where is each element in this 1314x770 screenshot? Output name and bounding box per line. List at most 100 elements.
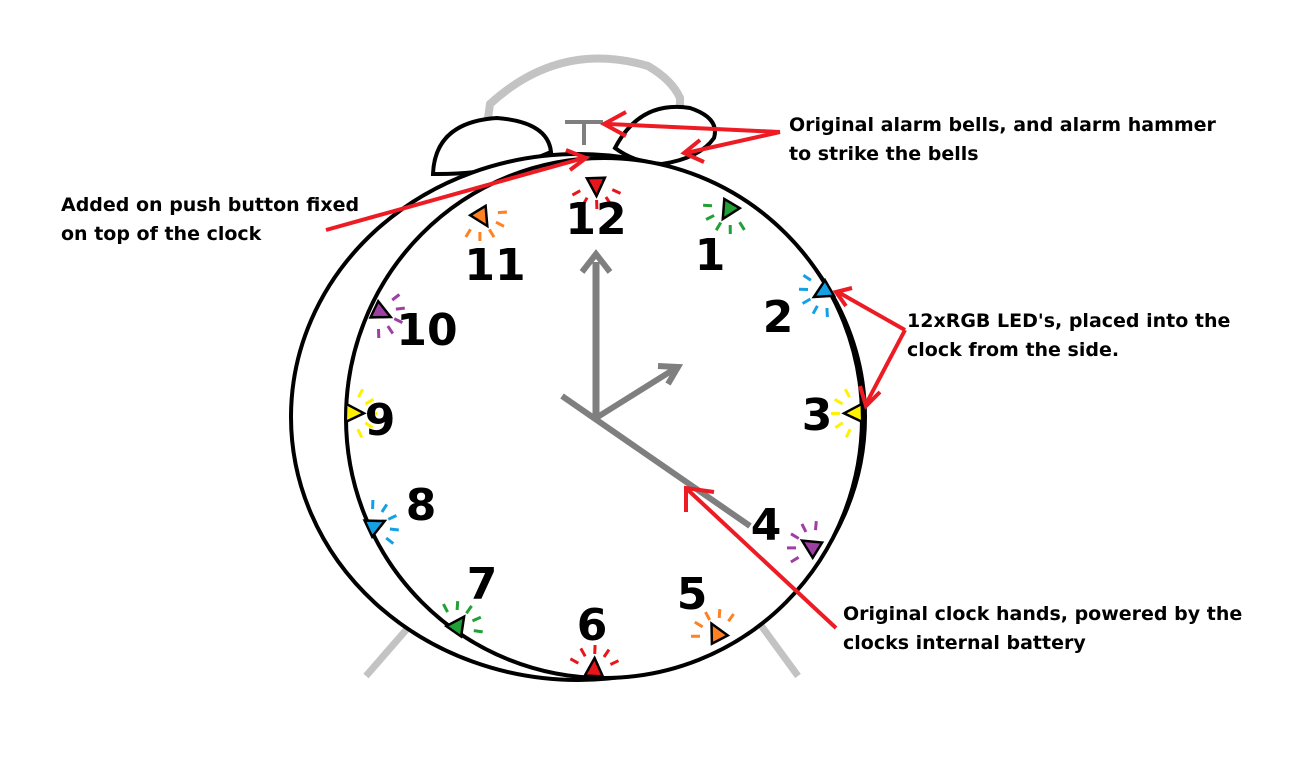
led-11	[464, 203, 507, 241]
led-layer	[344, 176, 864, 678]
led-body	[721, 196, 743, 222]
led-glow-ray	[386, 325, 395, 335]
hour-hand-arrowhead	[657, 363, 684, 386]
led-body	[362, 519, 388, 540]
hour-hand	[594, 365, 678, 421]
led-glow-ray	[473, 629, 483, 634]
annotation-arrows	[325, 110, 907, 630]
led-body	[799, 539, 825, 561]
led-glow-ray	[356, 428, 364, 438]
annotation-rgb-leds: 12xRGB LED's, placed into the clock from…	[907, 310, 1231, 361]
led-glow-ray	[571, 189, 581, 197]
led-glow-ray	[802, 274, 812, 282]
led-glow-ray	[714, 221, 723, 231]
left-leg	[363, 619, 416, 679]
led-glow-ray	[609, 659, 620, 666]
leds-arrowhead-2	[832, 286, 853, 308]
led-glow-ray	[495, 220, 505, 228]
led-6	[569, 644, 620, 678]
bells-arrowhead-bell	[680, 138, 705, 164]
led-glow-ray	[727, 613, 735, 623]
button-arrowhead	[565, 148, 591, 172]
annotation-push-button: Added on push button fixed on top of the…	[61, 194, 360, 245]
led-body	[584, 176, 607, 199]
led-glow-ray	[811, 305, 819, 315]
led-glow-ray	[357, 388, 365, 398]
dial-number-9: 9	[365, 395, 396, 446]
led-glow-ray	[569, 657, 580, 665]
led-glow-ray	[814, 520, 818, 531]
led-2	[798, 274, 837, 318]
led-3	[830, 388, 864, 438]
led-glow-ray	[488, 228, 496, 238]
dial-number-7: 7	[467, 559, 498, 610]
led-glow-ray	[465, 605, 473, 615]
led-glow-ray	[738, 221, 746, 231]
led-glow-ray	[455, 600, 460, 611]
led-glow-ray	[825, 307, 829, 318]
bell-handle	[482, 54, 684, 133]
bells-arrow-to-bell	[685, 130, 781, 155]
right-bell	[612, 104, 717, 167]
led-glow-ray	[844, 428, 852, 438]
led-glow-ray	[834, 421, 844, 429]
annotation-clock-hands: Original clock hands, powered by the clo…	[843, 603, 1243, 654]
led-glow-ray	[380, 503, 389, 513]
led-glow-ray	[579, 647, 587, 658]
led-glow-ray	[800, 523, 808, 533]
led-body	[811, 277, 837, 299]
led-glow-ray	[395, 306, 405, 311]
right-leg	[757, 621, 801, 679]
bells-arrowhead-hammer	[599, 110, 627, 138]
dial-number-1: 1	[695, 230, 726, 281]
bells-arrow-to-hammer	[607, 122, 781, 134]
led-8	[362, 499, 399, 545]
dial-number-3: 3	[802, 390, 833, 441]
dial-number-6: 6	[577, 600, 608, 651]
second-hand	[560, 393, 752, 529]
hands-arrowhead	[684, 485, 715, 512]
led-glow-ray	[702, 203, 713, 208]
led-glow-ray	[790, 556, 800, 564]
led-glow-ray	[843, 388, 851, 398]
led-body	[710, 621, 731, 646]
led-glow-ray	[694, 620, 704, 629]
led-9	[344, 388, 378, 438]
led-glow-ray	[364, 421, 374, 429]
led-glow-ray	[391, 293, 401, 302]
led-glow-ray	[497, 210, 507, 215]
led-glow-ray	[611, 188, 622, 195]
button-arrow	[325, 156, 585, 232]
led-12	[571, 176, 622, 210]
leds-arrowhead-3	[858, 385, 882, 410]
dial-number-11: 11	[464, 240, 525, 291]
clock-hands	[560, 249, 752, 529]
led-body	[582, 655, 605, 678]
leds-arrow-to-2	[837, 290, 906, 332]
annotation-alarm-bells: Original alarm bells, and alarm hammer t…	[789, 114, 1216, 165]
led-glow-ray	[364, 398, 375, 406]
minute-hand-up-arrowhead	[579, 249, 613, 274]
led-body	[443, 614, 466, 639]
led-glow-ray	[790, 532, 800, 540]
led-1	[702, 196, 746, 235]
led-glow-ray	[801, 297, 812, 305]
dial-number-12: 12	[565, 194, 626, 245]
leds-arrow-to-3	[864, 329, 907, 405]
led-glow-ray	[705, 214, 715, 221]
led-glow-ray	[442, 603, 449, 613]
led-glow-ray	[389, 527, 399, 532]
led-glow-ray	[717, 608, 722, 619]
led-glow-ray	[581, 196, 589, 207]
led-glow-ray	[602, 648, 611, 658]
led-body	[368, 298, 394, 319]
led-glow-ray	[471, 615, 482, 623]
led-glow-ray	[385, 536, 395, 545]
led-5	[690, 608, 735, 646]
led-4	[787, 520, 825, 564]
led-glow-ray	[833, 398, 844, 406]
led-glow-ray	[393, 317, 404, 324]
hands-arrow	[686, 488, 838, 630]
